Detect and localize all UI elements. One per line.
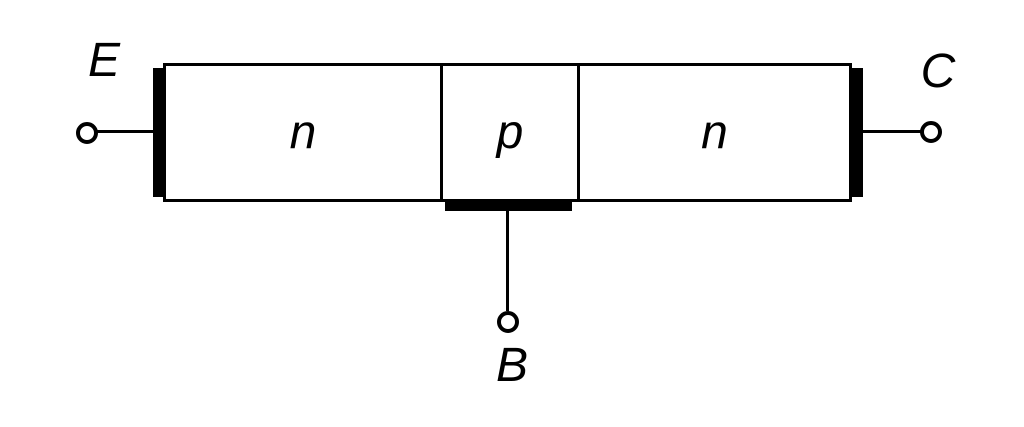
collector-contact-bar <box>850 68 863 197</box>
collector-terminal-label: C <box>920 45 956 98</box>
semiconductor-body <box>163 63 852 202</box>
base-region: p <box>443 63 577 202</box>
collector-region-label: n <box>701 105 728 159</box>
base-wire <box>506 210 509 311</box>
emitter-contact-bar <box>153 68 166 197</box>
base-collector-junction-line <box>577 63 580 202</box>
base-terminal-circle <box>497 311 519 333</box>
emitter-base-junction-line <box>440 63 443 202</box>
emitter-wire <box>97 130 155 133</box>
base-region-label: p <box>496 105 524 159</box>
collector-region: n <box>580 63 849 202</box>
collector-wire <box>860 130 922 133</box>
emitter-terminal-label: E <box>87 34 121 87</box>
emitter-terminal-circle <box>76 122 98 144</box>
base-contact-bar <box>445 200 572 211</box>
emitter-region: n <box>166 63 440 202</box>
base-terminal-label: B <box>495 339 529 392</box>
collector-terminal-circle <box>920 121 942 143</box>
emitter-region-label: n <box>289 105 317 159</box>
